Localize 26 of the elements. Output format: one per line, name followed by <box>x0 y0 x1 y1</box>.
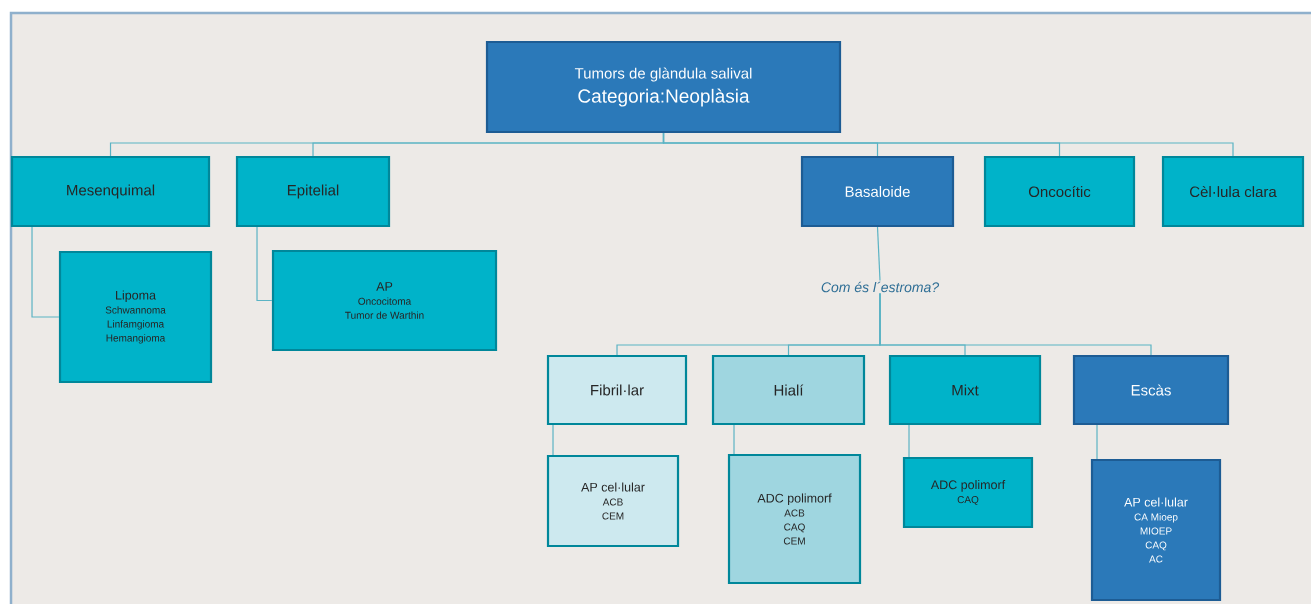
category-box: Lipoma Schwannoma Linfamgioma Hemangioma <box>58 250 213 384</box>
category-box: Escàs <box>1072 354 1230 426</box>
connector-line <box>31 226 60 318</box>
connector-line <box>733 424 735 455</box>
connector-line <box>879 292 1152 356</box>
connector-line <box>876 226 881 282</box>
category-box: Oncocític <box>983 155 1136 228</box>
category-box: Tumors de glàndula salival Categoria:Neoplàsia <box>485 40 842 134</box>
category-box: Epitelial <box>235 155 391 228</box>
category-box: ADC polimorf CAQ <box>902 456 1034 529</box>
category-box: ADC polimorf ACB CAQ CEM <box>727 453 862 585</box>
question-text: Com és l´estroma? <box>821 281 940 293</box>
connector-line <box>256 226 273 302</box>
connector-line <box>552 424 554 456</box>
category-box: AP Oncocitoma Tumor de Warthin <box>271 249 498 352</box>
category-box: Mesenquimal <box>10 155 211 228</box>
connector-line <box>908 424 910 458</box>
category-box: AP cel·lular ACB CEM <box>546 454 680 548</box>
category-box: Hialí <box>711 354 866 426</box>
category-box: Cèl·lula clara <box>1161 155 1305 228</box>
category-box: Mixt <box>888 354 1042 426</box>
category-box: Fibril·lar <box>546 354 688 426</box>
connector-line <box>662 132 1234 157</box>
connector-line <box>1096 424 1098 460</box>
category-box: AP cel·lular CA Mioep MIOEP CAQ AC <box>1090 458 1222 602</box>
category-box: Basaloide <box>800 155 955 228</box>
